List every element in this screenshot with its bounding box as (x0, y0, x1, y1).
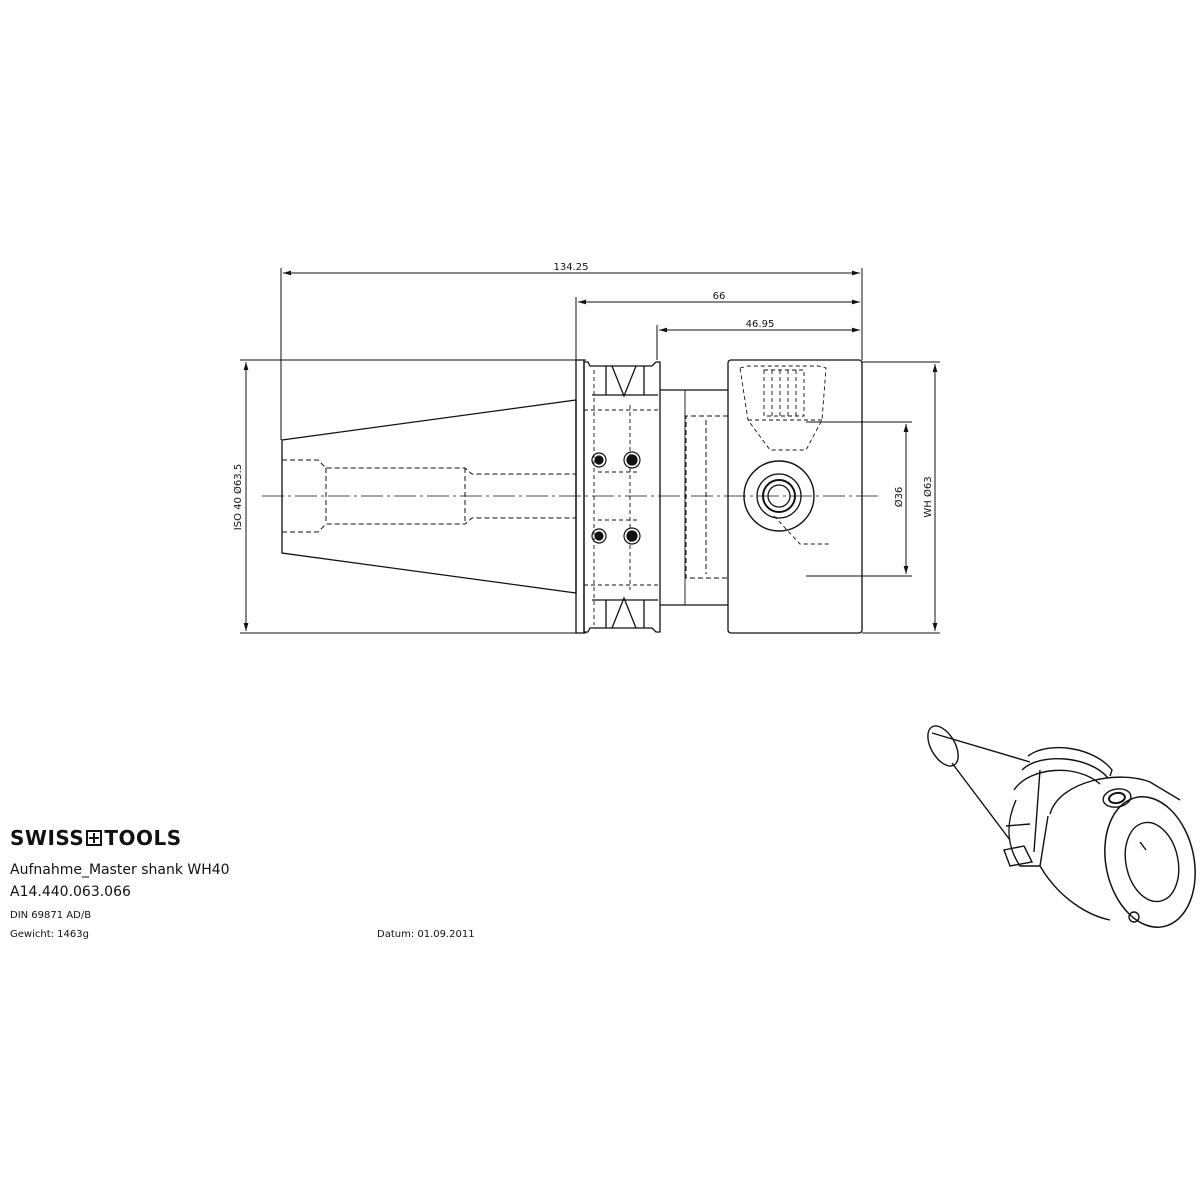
body (727, 359, 863, 634)
swiss-cross-icon (86, 830, 103, 846)
dim-text-overall: 134.25 (554, 262, 589, 273)
brand-name-left: SWISS (10, 826, 85, 850)
drawing-title: Aufnahme_Master shank WH40 (10, 862, 230, 878)
flange (575, 359, 585, 634)
dim-text-body: WH Ø63 (922, 476, 934, 517)
brand-name-right: TOOLS (104, 826, 182, 850)
standard-label: DIN 69871 AD/B (10, 910, 92, 921)
brand-logo: SWISS TOOLS (10, 826, 182, 850)
tool-holder-side-view (281, 359, 863, 634)
flange-screws (591, 451, 641, 545)
dim-text-46-95: 46.95 (746, 319, 775, 330)
part-number: A14.440.063.066 (10, 884, 131, 900)
isometric-view (927, 725, 1196, 928)
dim-text-taper: ISO 40 Ø63.5 (232, 464, 244, 530)
dim-text-bore: Ø36 (893, 487, 905, 508)
dim-text-66: 66 (713, 291, 726, 302)
dimension-lines (240, 268, 940, 634)
date-label: Datum: 01.09.2011 (377, 929, 475, 940)
weight-label: Gewicht: 1463g (10, 929, 89, 940)
side-screw-hole (743, 460, 815, 532)
